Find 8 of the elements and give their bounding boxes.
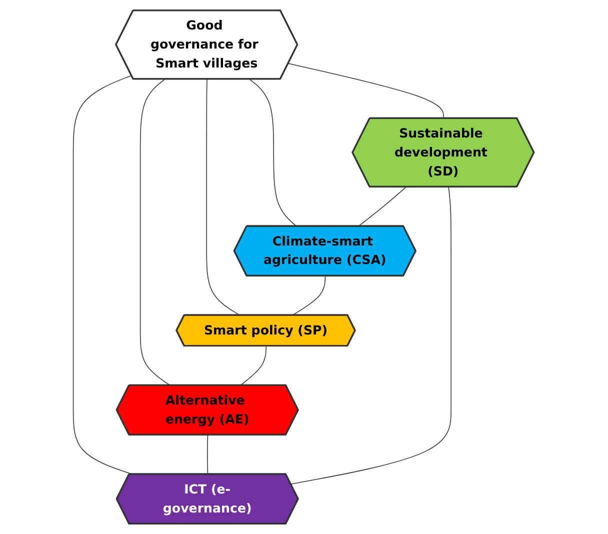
connector [207, 434, 209, 475]
connector [288, 63, 444, 119]
connector [292, 276, 326, 316]
connector [240, 346, 267, 386]
connector [358, 186, 407, 227]
connector [250, 78, 298, 227]
connector [290, 186, 452, 484]
connector [140, 78, 172, 386]
